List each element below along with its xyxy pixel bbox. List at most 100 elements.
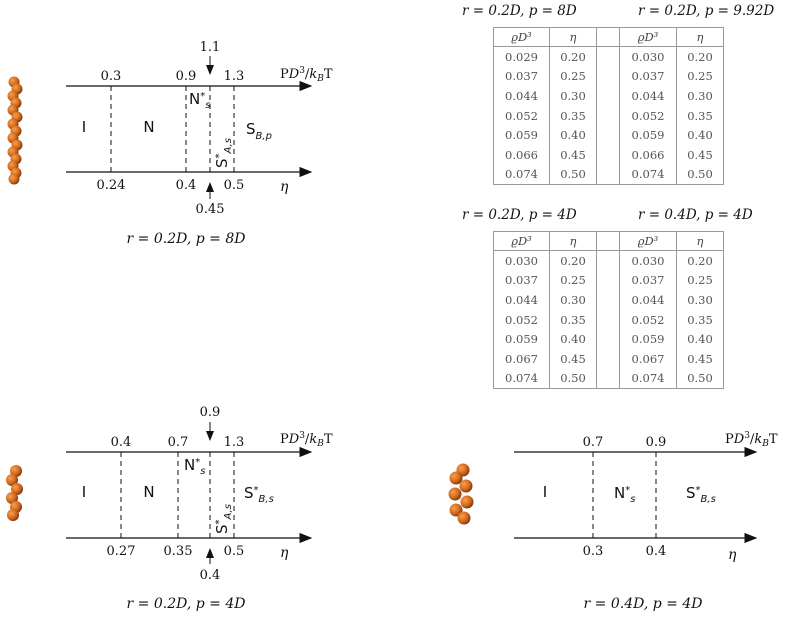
table-1-header-density-1: ϱD³	[493, 27, 550, 47]
table-cell: 0.40	[549, 125, 597, 145]
table-cell: 0.037	[493, 270, 550, 291]
table-cell: 0.45	[549, 144, 597, 165]
table-spacer-cell	[596, 46, 620, 67]
table-cell: 0.074	[619, 164, 677, 185]
d1-phase-screw-nematic: N*s	[189, 90, 210, 111]
table-cell: 0.45	[549, 348, 597, 369]
table-cell: 0.30	[687, 88, 713, 103]
table-cell: 0.037	[619, 270, 677, 291]
table-cell: 0.50	[687, 371, 713, 386]
table-spacer-cell	[596, 348, 620, 369]
table-1-title-left: r = 0.2D, p = 8D	[462, 3, 577, 19]
table-spacer-cell	[596, 290, 620, 310]
d1-arrow-bottom-value: 0.45	[196, 202, 225, 217]
table-spacer-cell	[596, 250, 620, 271]
table-cell: 0.066	[493, 144, 550, 165]
table-cell: 0.052	[619, 309, 677, 330]
table-2-header-density-1: ϱD³	[493, 231, 550, 251]
table-1-header-density-2: ϱD³	[619, 27, 677, 47]
table-cell: 0.20	[549, 46, 597, 67]
d2-axis-top-label: PD3/kBT	[280, 431, 333, 449]
table-cell: 0.029	[493, 46, 550, 67]
table-cell: 0.35	[549, 105, 597, 126]
table-spacer-cell	[596, 144, 620, 165]
table-cell: 0.074	[493, 164, 550, 185]
table-cell: 0.044	[619, 290, 677, 310]
d1-arrow-top-value: 1.1	[200, 40, 221, 55]
helix-model-2	[6, 465, 23, 521]
d2-phase-nematic: N	[143, 483, 154, 501]
table-2-title-left: r = 0.2D, p = 4D	[462, 207, 577, 223]
table-cell: 0.30	[549, 290, 597, 310]
table-spacer-cell	[596, 66, 620, 87]
d1-bottom-tick-2: 0.4	[176, 178, 197, 193]
d2-phase-isotropic: I	[82, 483, 86, 501]
d1-caption: r = 0.2D, p = 8D	[127, 231, 246, 247]
table-cell: 0.35	[549, 309, 597, 330]
d1-top-tick-1: 0.3	[101, 69, 122, 84]
table-spacer-cell	[596, 270, 620, 291]
table-1-header-eta-1: η	[549, 27, 597, 47]
table-cell: 0.45	[687, 147, 713, 162]
d3-top-tick-2: 0.9	[646, 435, 667, 450]
table-cell: 0.30	[687, 292, 713, 307]
table-cell: 0.50	[687, 167, 713, 182]
table-cell: 0.50	[549, 164, 597, 185]
table-cell: 0.35	[687, 108, 713, 123]
table-cell: 0.40	[687, 128, 713, 143]
d2-bottom-tick-1: 0.27	[107, 544, 136, 559]
table-cell: 0.20	[687, 253, 713, 268]
table-cell: 0.074	[619, 368, 677, 389]
phase-diagram-2: 0.4 0.7 1.3 0.9 0.27 0.35 0.5 0.4 PD3/kB…	[66, 405, 333, 612]
d3-bottom-tick-1: 0.3	[583, 544, 604, 559]
table-1-header-eta-2: η	[676, 27, 724, 47]
table-cell: 0.40	[687, 332, 713, 347]
table-cell: 0.052	[493, 309, 550, 330]
table-spacer-cell	[596, 329, 620, 349]
table-1-title-right: r = 0.2D, p = 9.92D	[638, 3, 775, 19]
d2-bottom-tick-3: 0.5	[224, 544, 245, 559]
d3-phase-smectic-b: S*B,s	[686, 484, 716, 505]
table-cell: 0.037	[493, 66, 550, 87]
table-cell: 0.066	[619, 144, 677, 165]
d3-bottom-tick-2: 0.4	[646, 544, 667, 559]
phase-diagram-3: 0.7 0.9 0.3 0.4 PD3/kBT η I N*s S*B,s r …	[514, 431, 778, 612]
d1-phase-nematic: N	[143, 118, 154, 136]
table-cell: 0.059	[493, 125, 550, 145]
table-cell: 0.044	[619, 86, 677, 106]
table-1-spacer	[596, 27, 620, 47]
table-cell: 0.044	[493, 86, 550, 106]
table-cell: 0.40	[549, 329, 597, 349]
table-2-spacer	[596, 231, 620, 251]
table-cell: 0.052	[493, 105, 550, 126]
table-cell: 0.059	[493, 329, 550, 349]
table-spacer-cell	[596, 309, 620, 330]
d1-top-tick-2: 0.9	[176, 69, 197, 84]
table-cell: 0.20	[549, 250, 597, 271]
d2-phase-smectic-a: S*A,s	[213, 504, 234, 534]
table-spacer-cell	[596, 368, 620, 389]
d1-axis-bottom-label: η	[280, 179, 289, 195]
d2-arrow-bottom-value: 0.4	[200, 568, 221, 583]
table-cell: 0.25	[687, 273, 713, 288]
d1-phase-smectic-b: SB,p	[246, 120, 272, 142]
d1-phase-isotropic: I	[82, 118, 86, 136]
table-cell: 0.052	[619, 105, 677, 126]
table-cell: 0.20	[687, 49, 713, 64]
table-2-header-density-2: ϱD³	[619, 231, 677, 251]
table-cell: 0.044	[493, 290, 550, 310]
table-cell: 0.50	[549, 368, 597, 389]
